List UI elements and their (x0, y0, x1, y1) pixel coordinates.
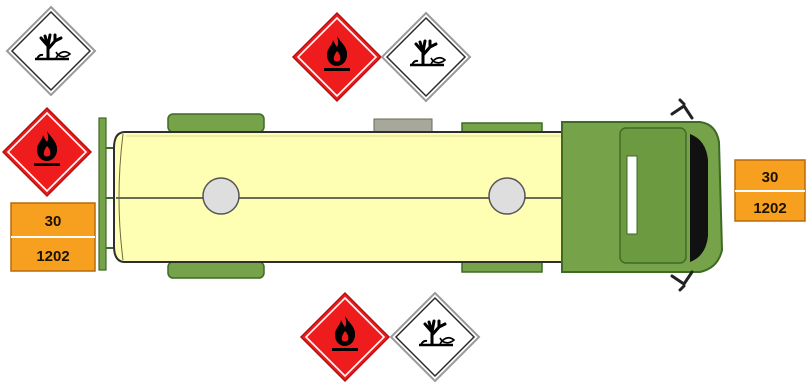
mirror-top (672, 100, 692, 118)
flammable-placard-top (293, 13, 381, 101)
env-placard-top (382, 13, 470, 101)
flammable-placard-bottom (301, 293, 389, 381)
plate-front-un-number: 1202 (753, 200, 786, 217)
flammable-placard-rear (3, 108, 91, 196)
plate-front-hazard-id: 30 (762, 169, 779, 186)
front-wheel-bottom (462, 262, 542, 272)
orange-plate-front: 30 1202 (735, 160, 805, 221)
cab-step (627, 156, 637, 234)
mirror-bottom (672, 272, 692, 290)
manhole-front (489, 178, 525, 214)
rear-wheel-top (168, 114, 264, 132)
manhole-rear (203, 178, 239, 214)
plate-rear-hazard-id: 30 (45, 213, 62, 230)
rear-wheel-bottom (168, 262, 264, 278)
tanker-truck (99, 100, 722, 290)
rear-bumper (99, 118, 106, 270)
orange-plate-rear: 30 1202 (11, 203, 95, 271)
plate-rear-un-number: 1202 (36, 248, 69, 265)
env-placard-bottom (391, 293, 479, 381)
windshield (690, 134, 708, 262)
mid-box-top (374, 119, 432, 132)
env-placard-top-left (7, 7, 95, 95)
